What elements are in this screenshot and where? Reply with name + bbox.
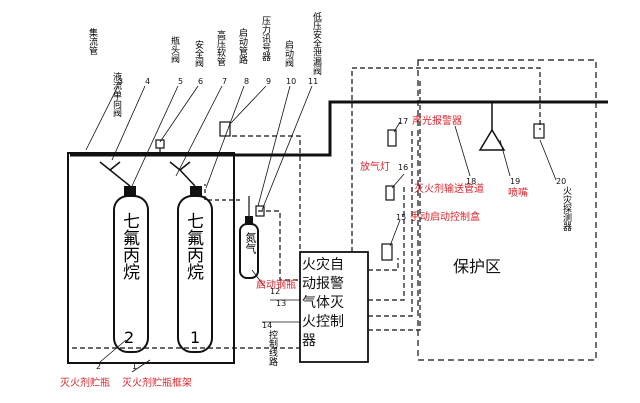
controller-line-2: 动报警 bbox=[302, 276, 344, 292]
label-control-line: 控制线路 bbox=[267, 330, 277, 366]
sound-light-alarm bbox=[387, 129, 397, 147]
nozzle bbox=[478, 128, 506, 151]
fire-detector bbox=[533, 123, 545, 139]
safety-valve bbox=[155, 139, 165, 149]
agent-delivery-pipe bbox=[70, 100, 608, 157]
callout-7: 7 bbox=[222, 77, 227, 86]
start-valve bbox=[255, 205, 265, 217]
callout-16: 16 bbox=[398, 163, 408, 172]
label-check-valve: 液流单向阀 bbox=[111, 72, 121, 117]
label-start-pipe: 启动管路 bbox=[237, 28, 247, 64]
label-discharge-lamp: 放气灯 bbox=[360, 160, 390, 173]
callout-1: 1 bbox=[132, 362, 137, 371]
callout-12: 12 bbox=[270, 287, 280, 296]
callout-10: 10 bbox=[286, 77, 296, 86]
label-safety-valve: 安全阀 bbox=[193, 40, 203, 67]
label-manual-box: 手动启动控制盒 bbox=[410, 210, 480, 223]
agent-cylinder-2-label: 七氟丙烷 bbox=[119, 212, 139, 280]
callout-3: 3 bbox=[118, 77, 123, 86]
pressure-switch bbox=[219, 121, 231, 137]
label-nozzle: 喷嘴 bbox=[508, 187, 528, 199]
callout-2: 2 bbox=[96, 362, 101, 371]
label-pressure-switch: 压力讯号器 bbox=[260, 16, 270, 61]
discharge-lamp bbox=[385, 185, 395, 201]
label-start-cylinder: 启动钢瓶 bbox=[256, 278, 296, 291]
controller-line-1: 火灾自 bbox=[302, 257, 344, 273]
callout-13: 13 bbox=[276, 299, 286, 308]
cylinder-valve-right bbox=[190, 186, 202, 196]
controller-line-5: 器 bbox=[302, 333, 316, 349]
agent-cylinder-2-number: 2 bbox=[124, 328, 135, 347]
label-manifold: 集流管 bbox=[87, 28, 97, 55]
agent-cylinder-1-number: 1 bbox=[190, 328, 201, 347]
callout-14: 14 bbox=[262, 321, 272, 330]
callout-20: 20 bbox=[556, 177, 566, 186]
callout-11: 11 bbox=[308, 77, 318, 86]
agent-cylinder-1-label: 七氟丙烷 bbox=[183, 212, 203, 280]
protected-zone-label: 保护区 bbox=[453, 257, 501, 276]
label-start-valve: 启动阀 bbox=[283, 40, 293, 67]
label-alarm: 声光报警器 bbox=[412, 114, 462, 127]
controller-line-3: 气体灭 bbox=[302, 295, 344, 311]
start-cylinder-label: 氮气 bbox=[244, 232, 257, 254]
callout-5: 5 bbox=[178, 77, 183, 86]
controller-label: 火灾自 动报警 气体灭 火控制 器 bbox=[302, 256, 368, 351]
controller-line-4: 火控制 bbox=[302, 314, 344, 330]
manual-start-box bbox=[381, 243, 393, 261]
callout-18: 18 bbox=[466, 177, 476, 186]
cylinder-frame bbox=[67, 152, 235, 364]
label-delivery-pipe: 灭火剂输送管道 bbox=[414, 182, 484, 195]
cylinder-valve-left bbox=[124, 186, 136, 196]
agent-cylinder-2 bbox=[113, 195, 149, 353]
check-valve-left bbox=[99, 161, 121, 171]
callout-4: 4 bbox=[145, 77, 150, 86]
callout-17: 17 bbox=[398, 117, 408, 126]
label-cylinder-frame: 灭火剂贮瓶框架 bbox=[122, 376, 192, 389]
label-cylinder-valve: 瓶头阀 bbox=[169, 36, 179, 63]
callout-15: 15 bbox=[396, 213, 406, 222]
callout-19: 19 bbox=[510, 177, 520, 186]
label-fire-detector: 火灾探测器 bbox=[561, 186, 571, 231]
protected-zone-boundary bbox=[417, 59, 597, 361]
controller-box bbox=[299, 251, 369, 363]
control-line-pressure bbox=[232, 135, 301, 252]
label-high-pressure-hose: 高压软管 bbox=[215, 30, 225, 66]
agent-cylinder-1 bbox=[177, 195, 213, 353]
label-low-pressure-relief: 低压安全泄漏阀 bbox=[311, 12, 321, 75]
callout-9: 9 bbox=[266, 77, 271, 86]
label-agent-cylinder: 灭火剂贮瓶 bbox=[60, 376, 110, 389]
callout-6: 6 bbox=[198, 77, 203, 86]
callout-8: 8 bbox=[244, 77, 249, 86]
